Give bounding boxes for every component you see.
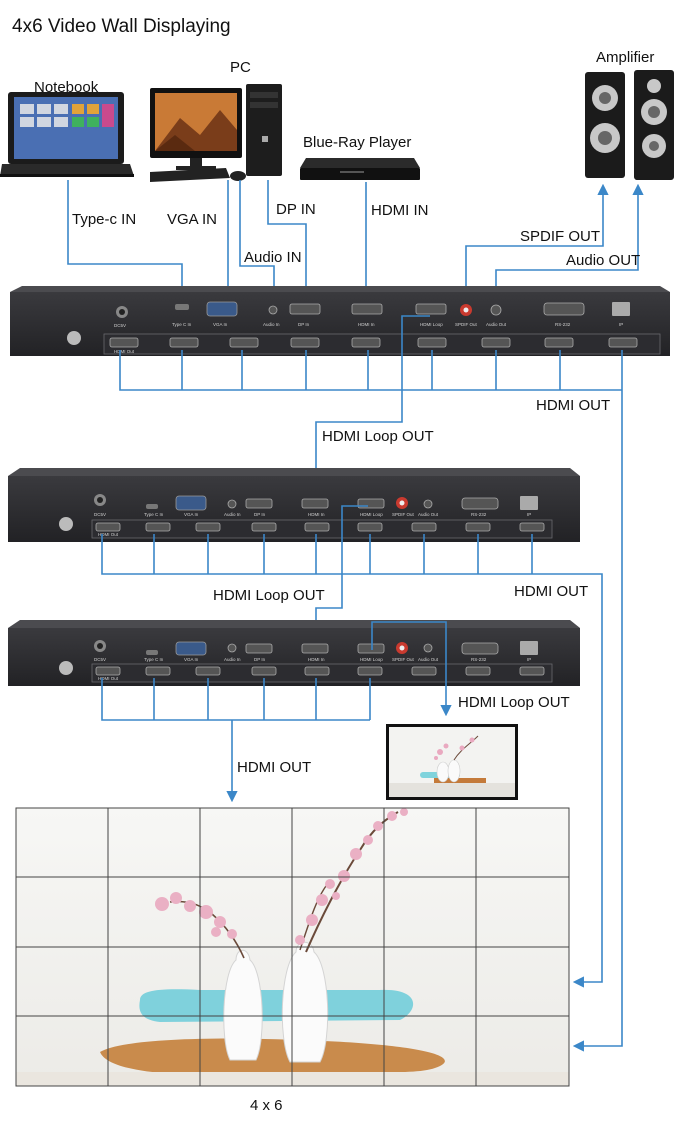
d2-port-typec: Type C In <box>144 512 164 517</box>
d3-port-hdmi-in: HDMI In <box>308 657 325 662</box>
audio-in-wire <box>239 180 280 307</box>
d2-port-ip: IP <box>527 512 531 517</box>
d3-port-hdmi-out: HDMI Out <box>98 676 119 681</box>
d3-port-typec: Type C In <box>144 657 164 662</box>
bluray-player-icon <box>300 158 420 180</box>
splitter-device-3: DC5V Type C In VGA In Audio In DP In HDM… <box>8 620 580 686</box>
d3-port-vga: VGA In <box>184 657 199 662</box>
d2-to-wall-wire <box>532 573 603 988</box>
pc-icon <box>150 84 282 182</box>
loop-out-wire-2 <box>310 505 368 645</box>
bluray-label: Blue-Ray Player <box>303 134 411 151</box>
d2-port-power: DC5V <box>94 512 106 517</box>
dp-in-label: DP IN <box>276 201 316 218</box>
d1-port-rs232: RS-232 <box>555 322 571 327</box>
d3-port-spdif: SPDIF Out <box>392 657 415 662</box>
typec-wire <box>67 180 188 305</box>
d2-hdmi-out-bus <box>101 534 533 575</box>
d1-port-spdif: SPDIF Out <box>455 322 478 327</box>
pc-label: PC <box>230 59 251 76</box>
loop-monitor-display <box>386 724 518 800</box>
hdmi-in-label: HDMI IN <box>371 202 429 219</box>
d2-port-dp: DP In <box>254 512 266 517</box>
d1-port-power: DC5V <box>114 323 126 328</box>
d1-port-audio-in: Audio In <box>263 322 280 327</box>
splitter-device-1: DC5V Type C In VGA In Audio In DP In HDM… <box>10 286 670 356</box>
d2-port-rs232: RS-232 <box>471 512 487 517</box>
d3-hdmi-out-bus <box>101 678 371 721</box>
d2-port-hdmi-in: HDMI In <box>308 512 325 517</box>
d3-port-ip: IP <box>527 657 531 662</box>
hdmi-loop-out-label-2: HDMI Loop OUT <box>213 587 325 604</box>
d1-port-dp: DP In <box>298 322 310 327</box>
d1-port-typec: Type C In <box>172 322 192 327</box>
d1-to-wall-wire <box>572 390 623 1052</box>
audio-in-label: Audio IN <box>244 249 302 266</box>
d1-port-vga: VGA In <box>213 322 228 327</box>
audio-out-label: Audio OUT <box>566 252 640 269</box>
d3-port-dp: DP In <box>254 657 266 662</box>
typec-in-label: Type-c IN <box>72 211 136 228</box>
d2-port-audio-in: Audio In <box>224 512 241 517</box>
amplifier-speakers-icon <box>585 70 674 180</box>
vga-in-label: VGA IN <box>167 211 217 228</box>
d3-port-power: DC5V <box>94 657 106 662</box>
d1-port-audio-out: Audio Out <box>486 322 507 327</box>
d2-port-hdmi-out: HDMI Out <box>98 532 119 537</box>
d3-port-rs232: RS-232 <box>471 657 487 662</box>
d3-port-audio-in: Audio In <box>224 657 241 662</box>
amplifier-label: Amplifier <box>596 49 654 66</box>
d2-port-hdmi-loop: HDMI Loop <box>360 512 383 517</box>
spdif-wire <box>465 183 609 294</box>
d1-port-hdmi-out: HDMI Out <box>114 349 135 354</box>
d3-port-audio-out: Audio Out <box>418 657 439 662</box>
hdmi-out-label-2: HDMI OUT <box>514 583 588 600</box>
loop-out-wire-1 <box>310 315 430 501</box>
splitter-device-2: DC5V Type C In VGA In Audio In DP In HDM… <box>8 468 580 542</box>
d2-port-vga: VGA In <box>184 512 199 517</box>
hdmi-loop-out-label-1: HDMI Loop OUT <box>322 428 434 445</box>
d2-port-audio-out: Audio Out <box>418 512 439 517</box>
hdmi-out-label-3: HDMI OUT <box>237 759 311 776</box>
diagram-title: 4x6 Video Wall Displaying <box>12 16 231 37</box>
video-wall <box>15 807 570 1087</box>
hdmi-out-label-1: HDMI OUT <box>536 397 610 414</box>
wall-size-caption: 4 x 6 <box>250 1097 283 1114</box>
d1-port-ip: IP <box>619 322 623 327</box>
dp-wire <box>267 180 312 307</box>
d2-port-spdif: SPDIF Out <box>392 512 415 517</box>
audio-out-wire <box>495 183 644 294</box>
notebook-icon <box>0 92 134 177</box>
loop-out-wire-3 <box>371 621 452 717</box>
d1-port-hdmi-loop: HDMI Loop <box>420 322 443 327</box>
d1-hdmi-out-bus <box>119 350 623 391</box>
notebook-label: Notebook <box>34 79 99 96</box>
d1-port-hdmi-in: HDMI In <box>358 322 375 327</box>
d3-port-hdmi-loop: HDMI Loop <box>360 657 383 662</box>
spdif-out-label: SPDIF OUT <box>520 228 600 245</box>
hdmi-loop-out-label-3: HDMI Loop OUT <box>458 694 570 711</box>
